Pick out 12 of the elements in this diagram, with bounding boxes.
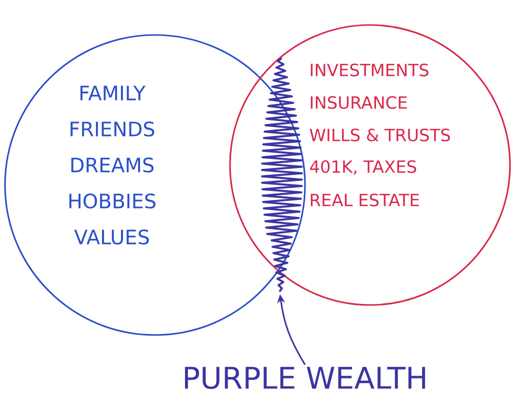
list-item: DREAMS: [71, 157, 154, 173]
list-item: 401K, TAXES: [310, 160, 416, 175]
list-item: WILLS & TRUSTS: [310, 128, 450, 142]
scribble-drawing: [261, 58, 303, 292]
list-item: HOBBIES: [69, 193, 156, 209]
list-item: VALUES: [74, 229, 149, 245]
list-item: FAMILY: [80, 86, 146, 100]
list-item: INSURANCE: [310, 96, 407, 109]
list-item: INVESTMENTS: [310, 64, 428, 76]
list-item: FRIENDS: [70, 121, 154, 137]
list-item: REAL ESTATE: [310, 194, 419, 206]
caption-text: PURPLE WEALTH: [185, 366, 426, 390]
